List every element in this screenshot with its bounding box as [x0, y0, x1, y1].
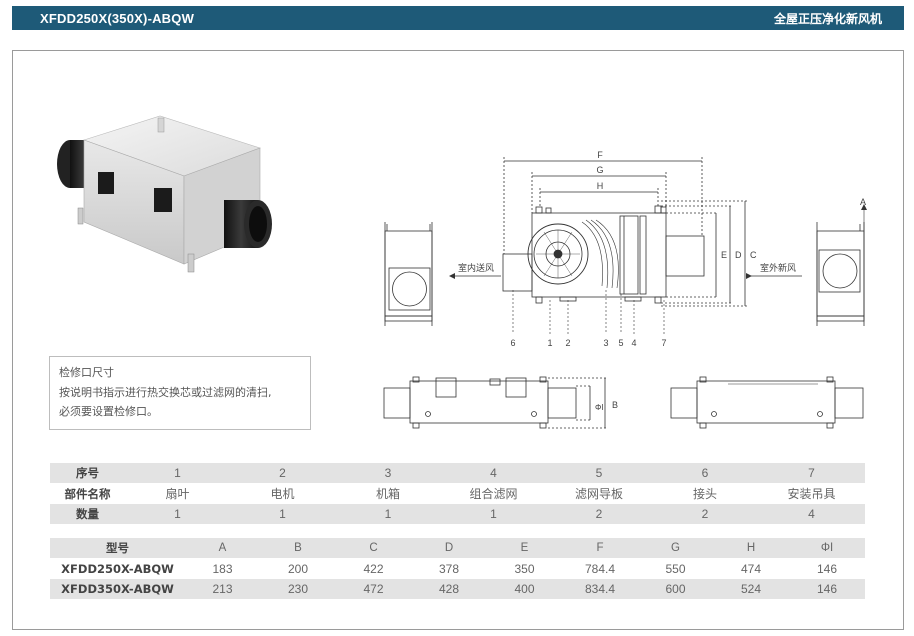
note-line-1: 按说明书指示进行热交换芯或过滤网的清扫, — [59, 385, 272, 399]
table-cell: 1 — [335, 503, 441, 525]
table-cell: 550 — [665, 561, 686, 576]
dim-d-label: D — [735, 250, 742, 260]
callout-4: 4 — [631, 338, 636, 348]
model-name: XFDD350X-ABQW — [50, 578, 185, 600]
column-header: B — [260, 538, 336, 559]
column-header: 型号 — [50, 538, 185, 559]
table-cell: 接头 — [692, 487, 717, 502]
table-cell: 1 — [125, 503, 230, 525]
model-table: 型号 A B C D E F G H ΦI XFDD250X-ABQW 183 … — [50, 538, 865, 600]
content-frame — [12, 50, 904, 630]
model-name: XFDD250X-ABQW — [61, 561, 174, 576]
table-cell: 滤网导板 — [574, 487, 623, 502]
column-header: H — [713, 538, 789, 559]
table-cell: 600 — [638, 578, 713, 600]
table-cell: 3 — [335, 463, 441, 484]
callout-3: 3 — [603, 338, 608, 348]
row-label: 数量 — [50, 503, 125, 525]
table-cell: 213 — [185, 578, 260, 600]
header-bar: XFDD250X(350X)-ABQW 全屋正压净化新风机 — [12, 6, 904, 30]
top-view-right — [670, 376, 864, 429]
table-cell: 电机 — [270, 487, 295, 502]
dim-c-label: C — [750, 250, 757, 260]
callout-6: 6 — [510, 338, 515, 348]
table-header-row: 型号 A B C D E F G H ΦI — [50, 538, 865, 559]
table-cell: 422 — [363, 561, 384, 576]
left-end-view — [384, 222, 433, 326]
table-cell: 7 — [758, 463, 865, 484]
table-cell: 1 — [125, 463, 230, 484]
table-cell: 472 — [336, 578, 411, 600]
table-cell: 784.4 — [584, 561, 616, 576]
column-header: ΦI — [789, 538, 865, 559]
table-cell: 183 — [212, 561, 233, 576]
table-cell: 1 — [441, 503, 546, 525]
right-end-view — [816, 204, 867, 326]
row-label: 序号 — [50, 463, 125, 484]
table-cell: 2 — [546, 503, 652, 525]
dim-b-label: B — [612, 400, 618, 410]
dim-g-label: G — [596, 165, 603, 175]
column-header: D — [411, 538, 487, 559]
table-cell: 1 — [230, 503, 335, 525]
table-cell: 230 — [260, 578, 336, 600]
table-cell: 机箱 — [375, 487, 400, 502]
product-photo — [57, 115, 272, 273]
table-cell: 2 — [230, 463, 335, 484]
model-title: XFDD250X(350X)-ABQW — [40, 10, 195, 26]
table-cell: 6 — [652, 463, 758, 484]
row-label: 部件名称 — [64, 486, 111, 501]
dim-a-label: A — [860, 197, 866, 207]
column-header: C — [336, 538, 411, 559]
top-view-center — [383, 376, 607, 429]
dim-h-label: H — [597, 181, 604, 191]
table-cell: 200 — [287, 561, 309, 576]
table-row: 部件名称 扇叶 电机 机箱 组合滤网 滤网导板 接头 安装吊具 — [50, 483, 865, 503]
table-cell: 146 — [816, 561, 838, 576]
column-header: E — [487, 538, 562, 559]
column-header: A — [185, 538, 260, 559]
parts-table: 序号 1 2 3 4 5 6 7 部件名称 扇叶 电机 机箱 组合滤网 滤网导板… — [50, 463, 865, 525]
table-cell: 378 — [438, 561, 460, 576]
table-cell: 4 — [441, 463, 546, 484]
table-cell: 350 — [514, 561, 535, 576]
note-line-2: 必须要设置检修口。 — [59, 405, 158, 418]
table-cell: 扇叶 — [165, 487, 190, 502]
dim-e-label: E — [721, 250, 727, 260]
dim-phi-label: ΦI — [595, 403, 604, 412]
callout-1: 1 — [547, 338, 552, 348]
table-row: 数量 1 1 1 1 2 2 4 — [50, 503, 865, 525]
center-side-view — [449, 157, 802, 334]
table-cell: 834.4 — [562, 578, 638, 600]
inspection-note: 检修口尺寸 按说明书指示进行热交换芯或过滤网的清扫, 必须要设置检修口。 — [49, 356, 311, 430]
table-cell: 400 — [487, 578, 562, 600]
column-header: F — [562, 538, 638, 559]
table-cell: 5 — [546, 463, 652, 484]
table-cell: 组合滤网 — [469, 487, 518, 502]
table-cell: 146 — [789, 578, 865, 600]
product-title: 全屋正压净化新风机 — [773, 11, 882, 26]
table-cell: 2 — [652, 503, 758, 525]
column-header: G — [638, 538, 713, 559]
table-cell: 524 — [713, 578, 789, 600]
fresh-air-label: 室外新风 — [760, 262, 796, 274]
table-row: XFDD250X-ABQW 183 200 422 378 350 784.4 … — [50, 558, 865, 578]
table-cell: 安装吊具 — [787, 487, 836, 502]
table-row: XFDD350X-ABQW 213 230 472 428 400 834.4 … — [50, 578, 865, 600]
table-cell: 4 — [758, 503, 865, 525]
callout-5: 5 — [618, 338, 623, 348]
supply-air-label: 室内送风 — [458, 262, 494, 274]
table-row: 序号 1 2 3 4 5 6 7 — [50, 463, 865, 484]
callout-2: 2 — [565, 338, 570, 348]
callout-7: 7 — [661, 338, 666, 348]
table-cell: 428 — [411, 578, 487, 600]
dim-f-label: F — [597, 150, 603, 160]
note-title: 检修口尺寸 — [59, 366, 114, 379]
table-cell: 474 — [740, 561, 762, 576]
